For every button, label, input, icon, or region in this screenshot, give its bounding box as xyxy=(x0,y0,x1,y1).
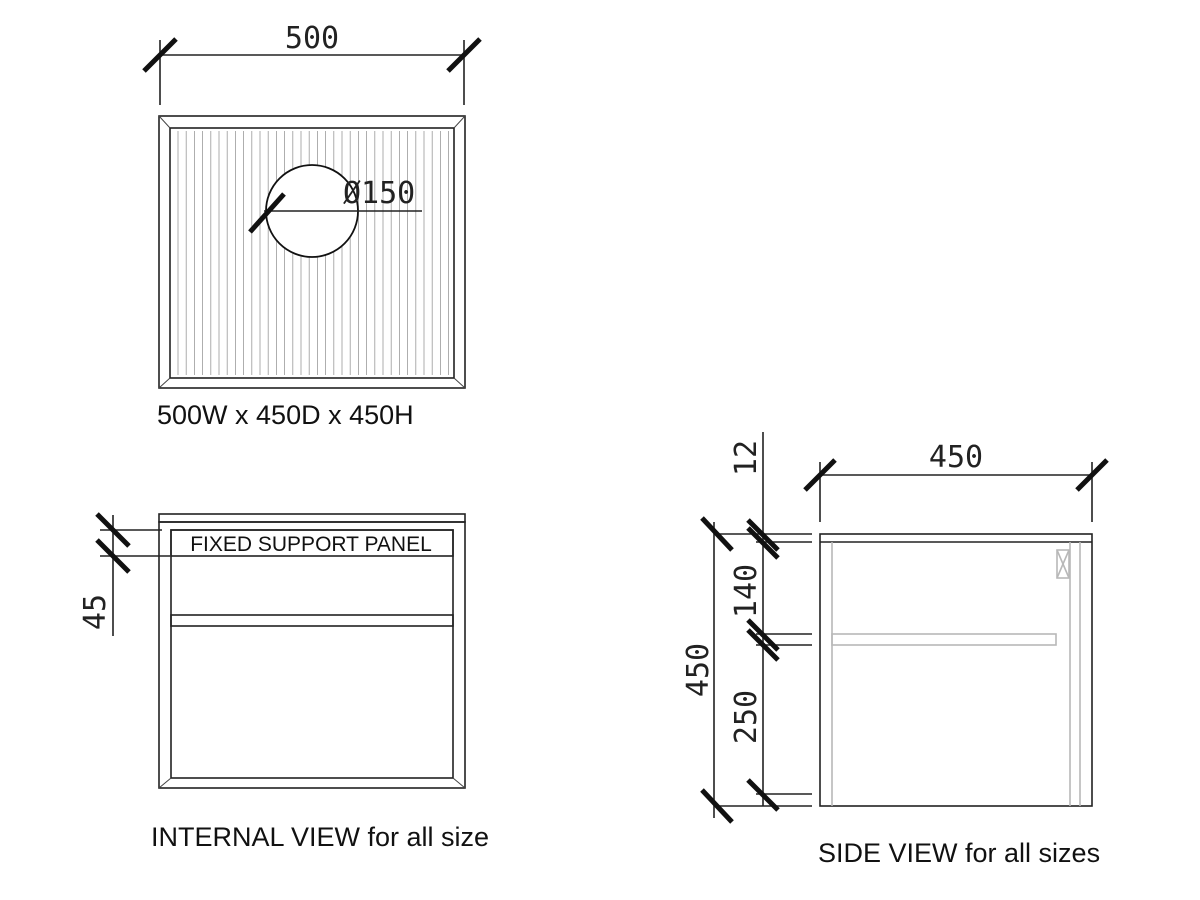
internal-top-slab xyxy=(158,513,466,523)
side-tick-top-b xyxy=(746,526,780,560)
top-width-tick-left xyxy=(142,37,178,73)
side-view-caption: SIDE VIEW for all sizes xyxy=(818,838,1100,868)
top-outer-frame xyxy=(158,115,466,389)
side-depth-tick-left xyxy=(803,458,837,492)
side-upper-dim-label: 140 xyxy=(729,564,764,618)
panel-dim-tick-top xyxy=(95,512,131,548)
top-width-tick-right xyxy=(446,37,482,73)
side-total-tick-bottom xyxy=(700,788,734,824)
hole-dim-tick xyxy=(248,192,286,234)
side-shelf xyxy=(831,633,1057,646)
side-tick-base xyxy=(746,778,780,812)
internal-view: FIXED SUPPORT PANEL 45 INTERNAL VIEW for… xyxy=(78,512,489,852)
top-view: 500 Ø150 500W x 450D x 450H xyxy=(142,21,482,430)
hole-dim-label: Ø150 xyxy=(343,176,415,211)
internal-inner-frame xyxy=(170,529,454,779)
panel-dim-label: 45 xyxy=(78,594,113,630)
panel-dim-tick-bottom xyxy=(95,538,131,574)
side-tick-shelf-b xyxy=(746,628,780,662)
side-cabinet-outline xyxy=(819,533,1093,807)
fixed-support-panel-label: FIXED SUPPORT PANEL xyxy=(190,533,432,556)
top-width-label: 500 xyxy=(285,21,339,56)
side-total-tick-top xyxy=(700,516,734,552)
side-depth-tick-right xyxy=(1075,458,1109,492)
internal-outer-frame xyxy=(158,521,466,789)
side-lower-dim-label: 250 xyxy=(729,690,764,744)
side-view: 450 450 12 140 250 SIDE VIEW f xyxy=(681,432,1109,868)
side-hinge-box xyxy=(1056,549,1070,579)
internal-view-caption: INTERNAL VIEW for all size xyxy=(151,822,489,852)
side-depth-label: 450 xyxy=(929,440,983,475)
internal-shelf xyxy=(170,614,454,627)
fixed-support-panel xyxy=(170,529,454,557)
side-tick-shelf-a xyxy=(746,618,780,652)
side-top-thickness-label: 12 xyxy=(729,440,764,476)
side-total-height-label: 450 xyxy=(681,643,716,697)
top-view-caption: 500W x 450D x 450H xyxy=(157,400,414,430)
side-tick-top-a xyxy=(746,518,780,552)
top-inner-frame xyxy=(169,127,455,379)
